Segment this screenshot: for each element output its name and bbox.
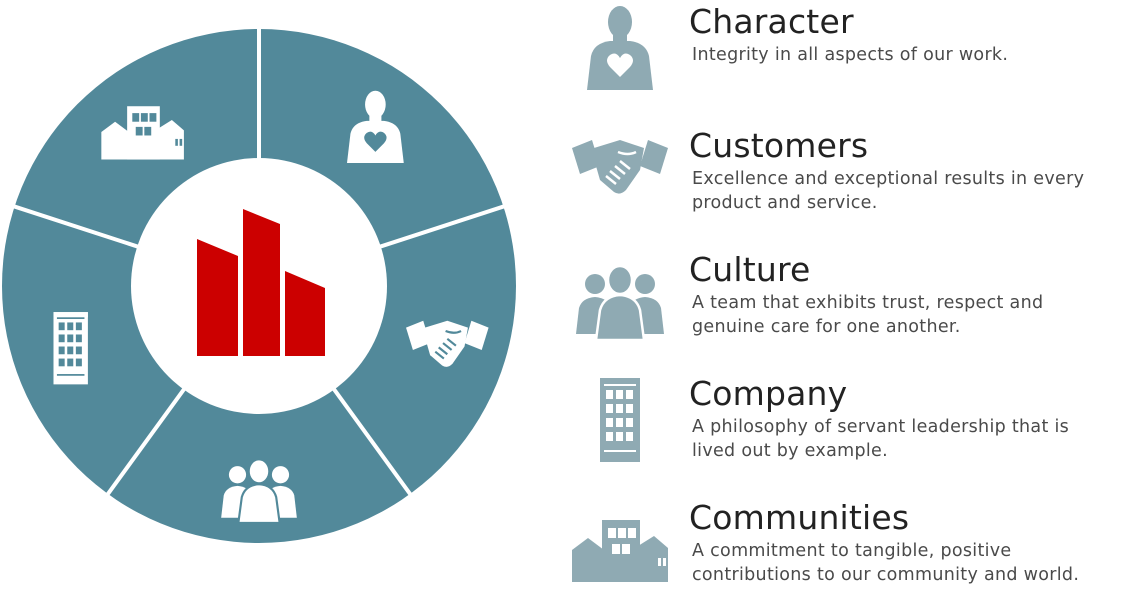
value-title: Communities <box>689 498 910 537</box>
wheel-person-heart-icon <box>347 90 404 163</box>
value-item-company: Company A philosophy of servant leadershi… <box>570 374 1125 474</box>
group-of-people-icon <box>576 264 664 340</box>
wheel-office-building-icon <box>53 312 88 385</box>
value-description: A team that exhibits trust, respect and g… <box>692 291 1043 339</box>
red-building-bars-logo <box>197 209 325 356</box>
value-description-line: A commitment to tangible, positive <box>692 541 1012 561</box>
wheel-group-of-people-icon <box>221 458 297 524</box>
wheel-icons <box>53 90 489 524</box>
value-description: A philosophy of servant leadership that … <box>692 415 1069 463</box>
value-description-line: A philosophy of servant leadership that … <box>692 417 1070 437</box>
value-title: Company <box>689 374 848 413</box>
value-description: Excellence and exceptional results in ev… <box>692 167 1084 215</box>
values-wheel <box>2 27 516 543</box>
value-title: Character <box>689 2 854 41</box>
value-title: Culture <box>689 250 811 289</box>
value-description-line: product and service. <box>692 193 878 213</box>
value-description-line: A team that exhibits trust, respect and <box>692 293 1044 313</box>
town-buildings-icon <box>572 520 668 582</box>
person-heart-icon <box>587 6 653 90</box>
value-description-line: contributions to our community and world… <box>692 565 1080 585</box>
value-description: Integrity in all aspects of our work. <box>692 43 1008 67</box>
value-title: Customers <box>689 126 869 165</box>
value-description-line: lived out by example. <box>692 441 888 461</box>
value-description-line: Excellence and exceptional results in ev… <box>692 169 1085 189</box>
value-description-line: genuine care for one another. <box>692 317 961 337</box>
office-building-icon <box>600 378 640 462</box>
handshake-icon <box>572 140 668 194</box>
wheel-town-buildings-icon <box>101 106 184 160</box>
value-description-line: Integrity in all aspects of our work. <box>692 45 1009 65</box>
value-description: A commitment to tangible, positive contri… <box>692 539 1079 587</box>
wheel-handshake-icon <box>406 320 489 367</box>
